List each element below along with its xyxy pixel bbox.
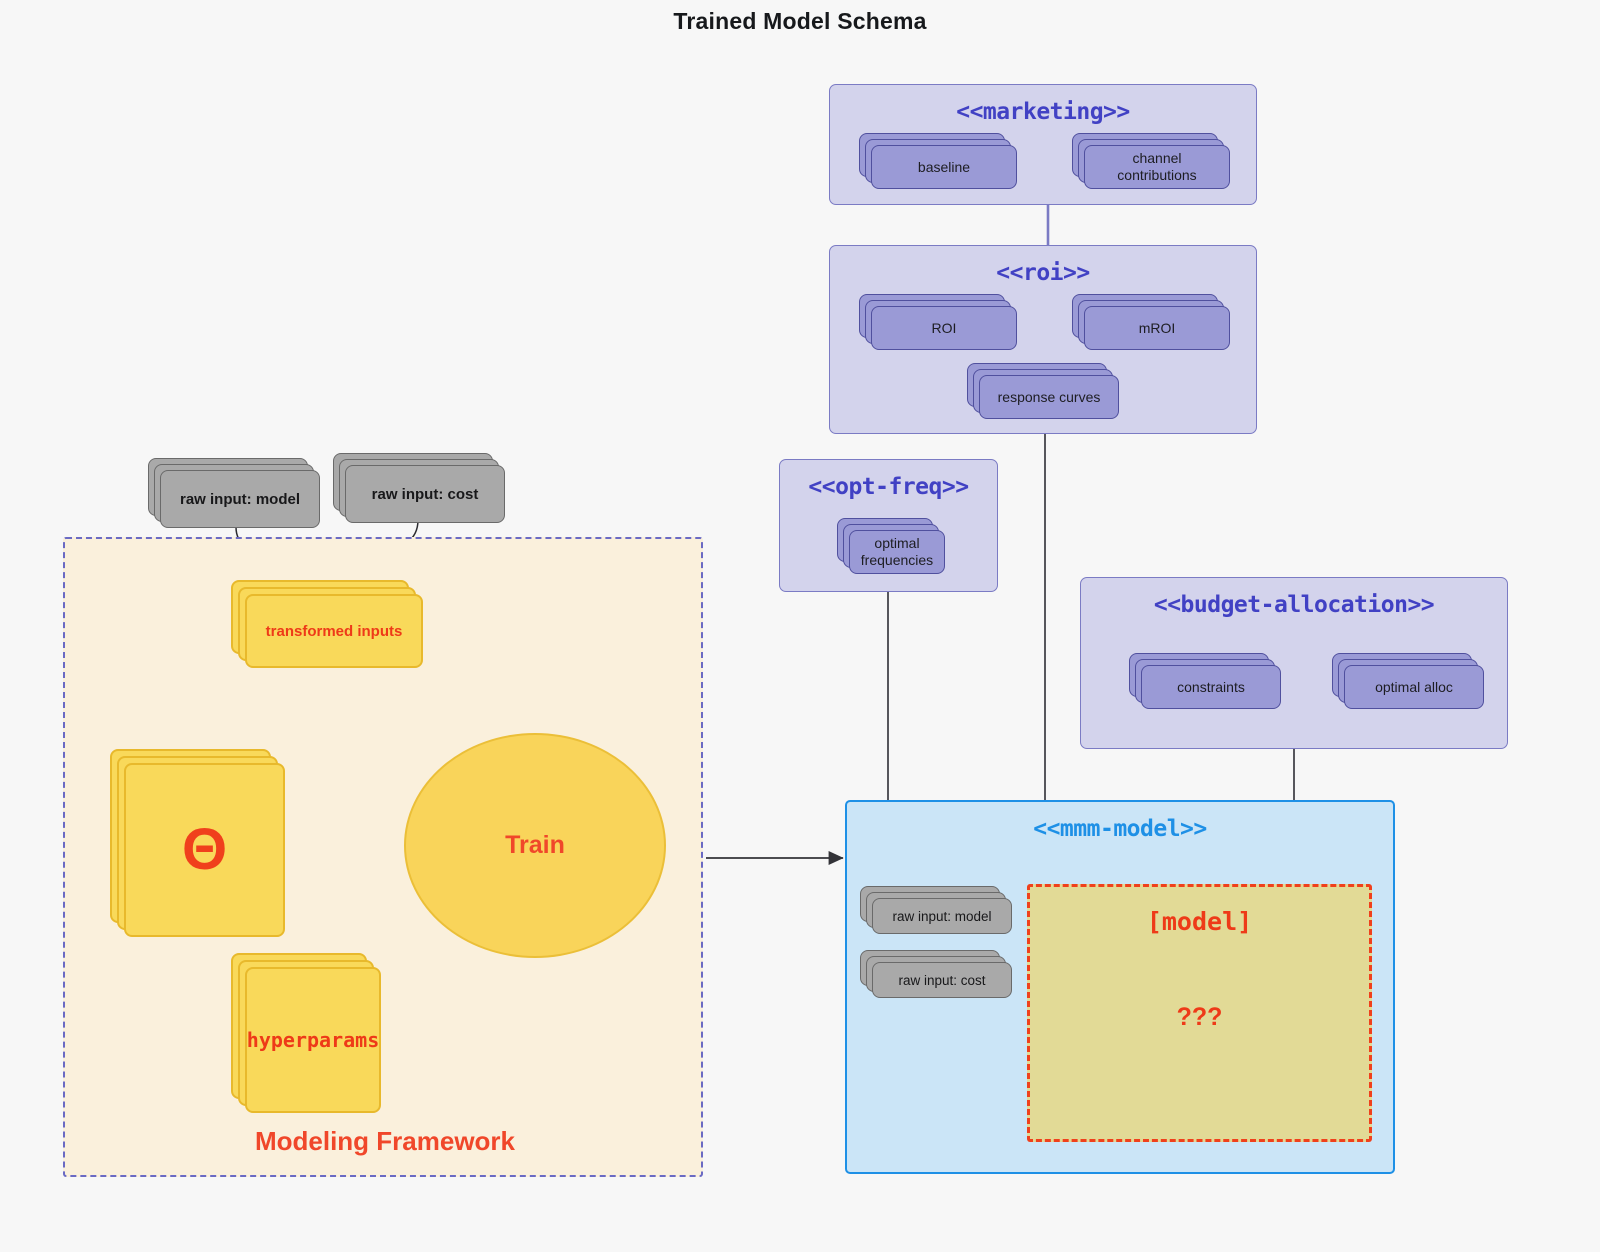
node-optimal-alloc-label: optimal alloc <box>1344 665 1484 709</box>
theta-label: Θ <box>181 817 228 882</box>
model-placeholder-header: [model] <box>1146 907 1253 936</box>
transformed-inputs-label: transformed inputs <box>265 622 403 640</box>
mmm-raw-input-model[interactable]: raw input: model <box>860 886 1012 934</box>
model-placeholder-body: ??? <box>1176 1003 1223 1031</box>
node-optimal-frequencies[interactable]: optimal frequencies <box>837 518 945 574</box>
hyperparams-label: hyperparams <box>246 1028 380 1052</box>
raw-input-model-label: raw input: model <box>160 470 320 528</box>
package-budget-allocation[interactable]: <<budget-allocation>> constraints optima… <box>1080 577 1508 749</box>
node-roi-label: ROI <box>871 306 1017 350</box>
raw-input-model[interactable]: raw input: model <box>148 458 320 528</box>
node-optimal-alloc[interactable]: optimal alloc <box>1332 653 1484 709</box>
node-channel-contributions-label: channel contributions <box>1084 145 1230 189</box>
raw-input-cost[interactable]: raw input: cost <box>333 453 505 523</box>
node-response-curves[interactable]: response curves <box>967 363 1119 419</box>
modeling-framework-label: Modeling Framework <box>254 1126 516 1156</box>
hyperparams-face: hyperparams <box>245 967 381 1113</box>
node-baseline[interactable]: baseline <box>859 133 1017 189</box>
model-placeholder-box[interactable]: [model] ??? <box>1027 884 1372 1142</box>
node-optimal-frequencies-label: optimal frequencies <box>849 530 945 574</box>
node-constraints[interactable]: constraints <box>1129 653 1281 709</box>
hyperparams-node[interactable]: hyperparams <box>231 953 381 1113</box>
transformed-inputs-face: transformed inputs <box>245 594 423 668</box>
package-mmm-model-title: <<mmm-model>> <box>1033 816 1207 842</box>
node-mroi[interactable]: mROI <box>1072 294 1230 350</box>
diagram-title: Trained Model Schema <box>673 8 927 34</box>
node-roi[interactable]: ROI <box>859 294 1017 350</box>
package-mmm-model[interactable]: <<mmm-model>> raw input: model raw input… <box>845 800 1395 1174</box>
node-response-curves-label: response curves <box>979 375 1119 419</box>
node-optimal-frequencies-line2: frequencies <box>860 552 934 568</box>
package-budget-allocation-title: <<budget-allocation>> <box>1153 592 1435 618</box>
package-roi[interactable]: <<roi>> ROI mROI response curves <box>829 245 1257 434</box>
package-marketing-title: <<marketing>> <box>956 99 1130 125</box>
node-baseline-label: baseline <box>871 145 1017 189</box>
package-opt-freq-title: <<opt-freq>> <box>808 474 969 500</box>
mmm-raw-input-model-label: raw input: model <box>872 898 1012 934</box>
node-channel-contributions[interactable]: channel contributions <box>1072 133 1230 189</box>
package-opt-freq[interactable]: <<opt-freq>> optimal frequencies <box>779 459 998 592</box>
theta-face: Θ <box>124 763 285 937</box>
transformed-inputs-node[interactable]: transformed inputs <box>231 580 423 668</box>
train-label: Train <box>505 831 565 859</box>
node-mroi-label: mROI <box>1084 306 1230 350</box>
package-roi-title: <<roi>> <box>996 260 1090 286</box>
theta-node[interactable]: Θ <box>110 749 285 937</box>
mmm-raw-input-cost-label: raw input: cost <box>872 962 1012 998</box>
package-marketing[interactable]: <<marketing>> baseline channel contribut… <box>829 84 1257 205</box>
mmm-raw-input-cost[interactable]: raw input: cost <box>860 950 1012 998</box>
raw-input-cost-label: raw input: cost <box>345 465 505 523</box>
train-activity[interactable]: Train <box>404 733 666 958</box>
node-optimal-frequencies-line1: optimal <box>874 535 920 552</box>
node-constraints-label: constraints <box>1141 665 1281 709</box>
